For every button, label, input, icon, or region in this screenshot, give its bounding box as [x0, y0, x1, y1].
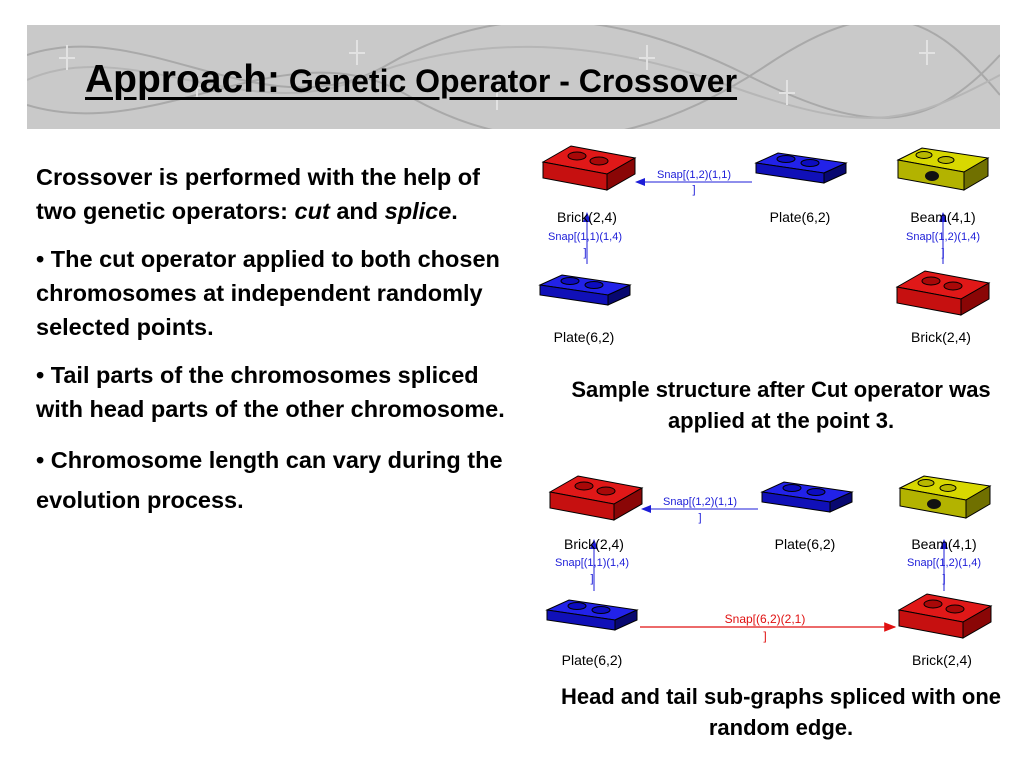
brick-bottom-icon [898, 593, 992, 639]
plate-bottom-icon [546, 599, 638, 631]
title-banner [27, 25, 1000, 129]
snap-left-label-1: Snap[(1,1)(1,4) [548, 231, 622, 243]
snap-horizontal-label-2: ] [692, 184, 695, 196]
label-brick-bottom: Brick(2,4) [911, 329, 971, 345]
intro-and-word: and [329, 198, 385, 224]
bullet-chromosome-length: • Chromosome length can vary during the … [36, 447, 503, 513]
page-title: Approach: Genetic Operator - Crossover [85, 58, 737, 102]
title-main: Approach: [85, 58, 280, 101]
label-plate-bottom: Plate(6,2) [562, 652, 623, 668]
label-plate-bottom: Plate(6,2) [554, 329, 615, 345]
caption-cut: Sample structure after Cut operator was … [571, 377, 991, 433]
label-plate-top: Plate(6,2) [770, 209, 831, 225]
bullet-tail-parts: • Tail parts of the chromosomes spliced … [36, 362, 505, 422]
splice-label-1: Snap[(6,2)(2,1) [725, 612, 806, 626]
plate-top-icon [761, 481, 853, 513]
label-beam-top: Beam(4,1) [910, 209, 975, 225]
snap-right-label-2: ] [941, 247, 944, 259]
bullet-list: Crossover is performed with the help of … [36, 160, 506, 534]
intro-paragraph: Crossover is performed with the help of … [36, 160, 506, 228]
splice-label-2: ] [763, 629, 766, 643]
plate-bottom-icon [539, 274, 631, 306]
bullet-cut-operator: • The cut operator applied to both chose… [36, 246, 500, 340]
diagram-cut: Snap[(1,2)(1,1) ] Brick(2,4) Plate(6,2) … [539, 145, 990, 345]
beam-top-icon [897, 147, 989, 191]
brick-bottom-icon [896, 270, 990, 316]
snap-right-label-2: ] [942, 573, 945, 585]
intro-splice-word: splice [384, 198, 452, 224]
intro-end: . [451, 198, 458, 224]
diagram-splice: Snap[(1,2)(1,1) ] Brick(2,4) Plate(6,2) … [546, 475, 992, 668]
splice-label-bg [718, 612, 814, 625]
label-beam-top: Beam(4,1) [911, 536, 976, 552]
brick-top-icon [542, 145, 636, 191]
title-sub: Genetic Operator - Crossover [280, 63, 738, 99]
label-brick-bottom: Brick(2,4) [912, 652, 972, 668]
snap-right-label-1: Snap[(1,2)(1,4) [907, 557, 981, 569]
snap-left-label-2: ] [583, 247, 586, 259]
snap-left-label-1: Snap[(1,1)(1,4) [555, 557, 629, 569]
snap-horizontal-label-1: Snap[(1,2)(1,1) [657, 169, 731, 181]
snap-right-label-1: Snap[(1,2)(1,4) [906, 231, 980, 243]
snap-left-label-2: ] [590, 573, 593, 585]
intro-text: Crossover is performed with the help of … [36, 164, 480, 224]
intro-cut-word: cut [294, 198, 330, 224]
snap-horizontal-label-1: Snap[(1,2)(1,1) [663, 496, 737, 508]
plate-top-icon [755, 152, 847, 184]
label-brick-top: Brick(2,4) [557, 209, 617, 225]
snap-horizontal-label-2: ] [698, 512, 701, 524]
dna-pattern-background [27, 25, 1000, 129]
caption-splice: Head and tail sub-graphs spliced with on… [560, 684, 1002, 740]
label-brick-top: Brick(2,4) [564, 536, 624, 552]
beam-top-icon [899, 475, 991, 519]
label-plate-top: Plate(6,2) [775, 536, 836, 552]
brick-top-icon [549, 475, 643, 521]
